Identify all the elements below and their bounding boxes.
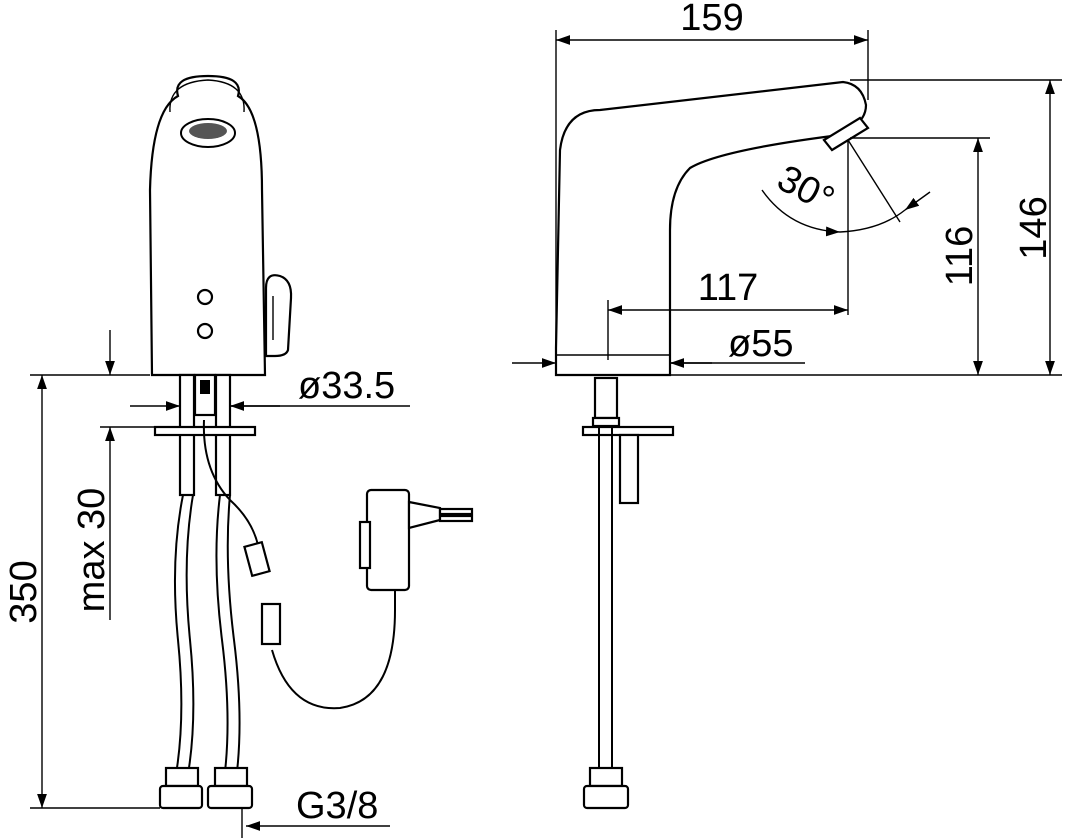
sensor-dot-upper (196, 288, 214, 306)
mounting-plate-side (581, 425, 675, 437)
side-view (554, 80, 870, 810)
dim-base-diameter: ø55 (728, 323, 793, 365)
faucet-body-front (148, 74, 267, 377)
hose-nut-side (582, 784, 630, 810)
dim-overall-length: 159 (680, 0, 743, 39)
dim-hose-length: 350 (3, 560, 45, 623)
hose-nut-right (206, 784, 254, 810)
hose-nut-left (158, 784, 204, 810)
dim-spout-reach: 117 (698, 267, 759, 309)
faucet-body-side (554, 80, 868, 377)
dim-spout-height: 116 (939, 226, 981, 287)
front-dimensions: 350 max 30 ø33.5 G3/8 (3, 330, 410, 838)
dim-sensor-angle: 30° (770, 157, 840, 221)
power-supply-unit (365, 488, 411, 592)
cable-connector (260, 602, 282, 646)
dim-max-deck-thickness: max 30 (71, 488, 113, 613)
sensor-dot-lower (196, 322, 214, 340)
dim-shank-diameter: ø33.5 (298, 365, 395, 407)
side-dimensions: 159 146 116 117 ø55 30° (512, 0, 1062, 376)
dim-overall-height: 146 (1013, 196, 1055, 259)
dim-connection-thread: G3/8 (296, 785, 378, 827)
front-view (148, 74, 474, 810)
temperature-lever (264, 274, 293, 358)
